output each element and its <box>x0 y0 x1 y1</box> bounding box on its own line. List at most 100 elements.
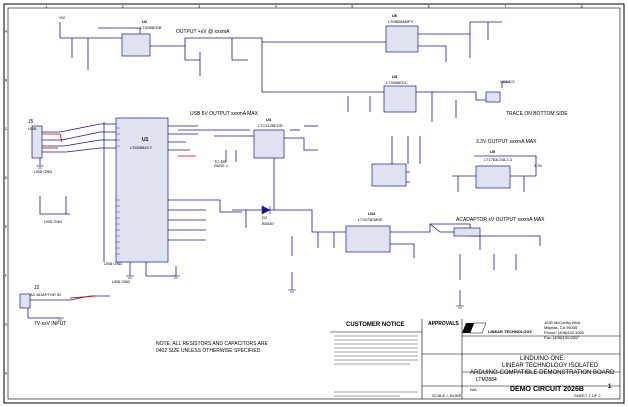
wire-lower-feedback <box>390 243 415 258</box>
ic-u3 <box>383 85 417 113</box>
u6-ref: U6 <box>392 13 398 18</box>
wire-usb-1 <box>40 123 116 133</box>
frame-row-label: A <box>5 29 8 33</box>
ground-symbol <box>172 275 180 279</box>
wire-lower-u10-out <box>390 223 470 233</box>
wire-j2 <box>28 295 110 301</box>
frame-row-label: B <box>5 78 8 82</box>
approvals-heading: APPROVALS <box>428 321 459 327</box>
sheet-border-inner <box>7 7 621 400</box>
note-line-2: 0402 SIZE UNLESS OTHERWISE SPECIFIED. <box>156 348 262 354</box>
trace-note: TRACE ON BOTTOM SIDE <box>506 111 568 117</box>
u2-part: LT3008EDB <box>140 25 162 30</box>
red-usb-net <box>42 133 63 143</box>
wire-usb-4 <box>40 147 116 153</box>
red-j2 <box>69 295 97 299</box>
lt-logo <box>462 322 487 334</box>
wire-top-u6-fb <box>418 45 447 62</box>
wire-top-output <box>231 38 248 61</box>
wire-3v3-top <box>474 155 537 176</box>
ic-j2 <box>19 293 31 309</box>
usb-gnd-3: USB GND <box>104 261 123 266</box>
u6-part: LTM8068MPY <box>388 19 414 24</box>
wire-usb-2 <box>40 131 116 141</box>
j2-label: AC ADAPTOR IN <box>30 292 61 297</box>
wire-top-u6-out <box>418 21 502 35</box>
u1-part: LTM2884CY <box>130 145 153 150</box>
wire-cpt <box>39 196 70 215</box>
u3-ref: U3 <box>392 74 398 79</box>
u2-ref: U2 <box>142 19 148 24</box>
sheet-border <box>3 3 625 404</box>
u4-part: LTC3126EDD <box>258 123 283 128</box>
u5-ref: U5 <box>490 149 496 154</box>
acad-label: ACADAPTOR xV OUTPUT xxxmA MAX <box>456 217 545 223</box>
ic-u10 <box>345 225 391 253</box>
title-line-2: LINEAR TECHNOLOGY ISOLATED <box>502 363 599 369</box>
scale: SCALE = NONE <box>432 393 462 398</box>
ic-u6 <box>385 25 419 53</box>
wire-top-l <box>98 27 141 34</box>
usb-out-label: USB 5V OUTPUT xxxmA MAX <box>190 111 258 117</box>
u10-ref: U10 <box>368 211 376 216</box>
usb-gnd-1: USB GND <box>34 169 53 174</box>
address-line-2: Milpitas, CA 95035 <box>544 325 578 330</box>
ground-symbol <box>36 165 44 169</box>
frame-col-label: 8 <box>581 5 583 9</box>
ic-l-lower <box>453 227 481 237</box>
wire-lower-main <box>232 209 346 233</box>
title-line-3: ARDUINO-COMPATIBLE DEMONSTRATION BOARD <box>470 370 615 376</box>
wire-top-u2-out <box>150 45 200 61</box>
address-line-4: Fax: (408)434-0507 <box>544 335 580 340</box>
j5-label: USB <box>28 126 37 131</box>
frame-col-label: 7 <box>504 5 506 9</box>
frame-col-label: 6 <box>428 5 430 9</box>
d2-ref: D2 <box>262 215 268 220</box>
frame-col-label: 1 <box>45 5 47 9</box>
wire-mid-u4-out <box>284 137 318 151</box>
ground-symbol <box>126 275 134 279</box>
ic-no: LTM2884 <box>476 377 497 383</box>
u1-ref: U1 <box>142 137 149 143</box>
usb-gnd-2: USB GND <box>44 219 63 224</box>
out33-label: 3.3V OUTPUT xxxmA MAX <box>476 139 537 145</box>
wire-u1-right-bus <box>168 199 242 213</box>
frame-col-label: 5 <box>351 5 353 9</box>
u5-part: LT1763CS8-3.3 <box>484 157 512 162</box>
frame-col-label: 2 <box>122 5 124 9</box>
ic-u4 <box>253 129 285 159</box>
vin-label: +5V <box>58 15 66 20</box>
frame-row-label: E <box>5 225 8 229</box>
ic-u2 <box>121 33 151 57</box>
wire-lower-acad <box>429 223 454 233</box>
ic-jp <box>371 163 407 187</box>
frame-col-label: 3 <box>198 5 200 9</box>
usb-gnd-4: USB GND <box>112 279 131 284</box>
wire-lower-right <box>494 235 541 246</box>
wire-top-main <box>184 37 358 46</box>
frame-col-label: 4 <box>275 5 277 9</box>
ground-symbol <box>456 305 464 309</box>
u4-ref: U4 <box>266 117 272 122</box>
company-name: LINEAR TECHNOLOGY <box>488 329 533 334</box>
ic-j5-usb <box>31 125 43 159</box>
j2-ref: J2 <box>34 285 40 291</box>
frame-row-label: D <box>5 176 8 180</box>
ic-u1 <box>115 117 169 263</box>
j5-ref: J5 <box>28 119 34 125</box>
wire-usb-3 <box>40 139 116 147</box>
wire-top-u3-out <box>416 91 494 101</box>
note-line-1: NOTE: ALL RESISTORS AND CAPACITORS ARE <box>156 341 268 347</box>
frame-row-label: G <box>5 323 8 327</box>
sheet-number: SHEET 2 OF 2 <box>574 393 601 398</box>
vout-label: VOCCO <box>500 79 515 84</box>
wire-top-input <box>59 22 122 39</box>
demo-circuit: DEMO CIRCUIT 2026B <box>510 386 584 393</box>
wire-vocco <box>501 81 510 88</box>
input-label: 7V-xxV INPUT <box>34 321 67 327</box>
u10-part: LT3973EMSE <box>358 217 383 222</box>
customer-notice-heading: CUSTOMER NOTICE <box>346 322 405 328</box>
wire-top-u3 <box>261 42 384 93</box>
rev: 1 <box>608 384 612 390</box>
